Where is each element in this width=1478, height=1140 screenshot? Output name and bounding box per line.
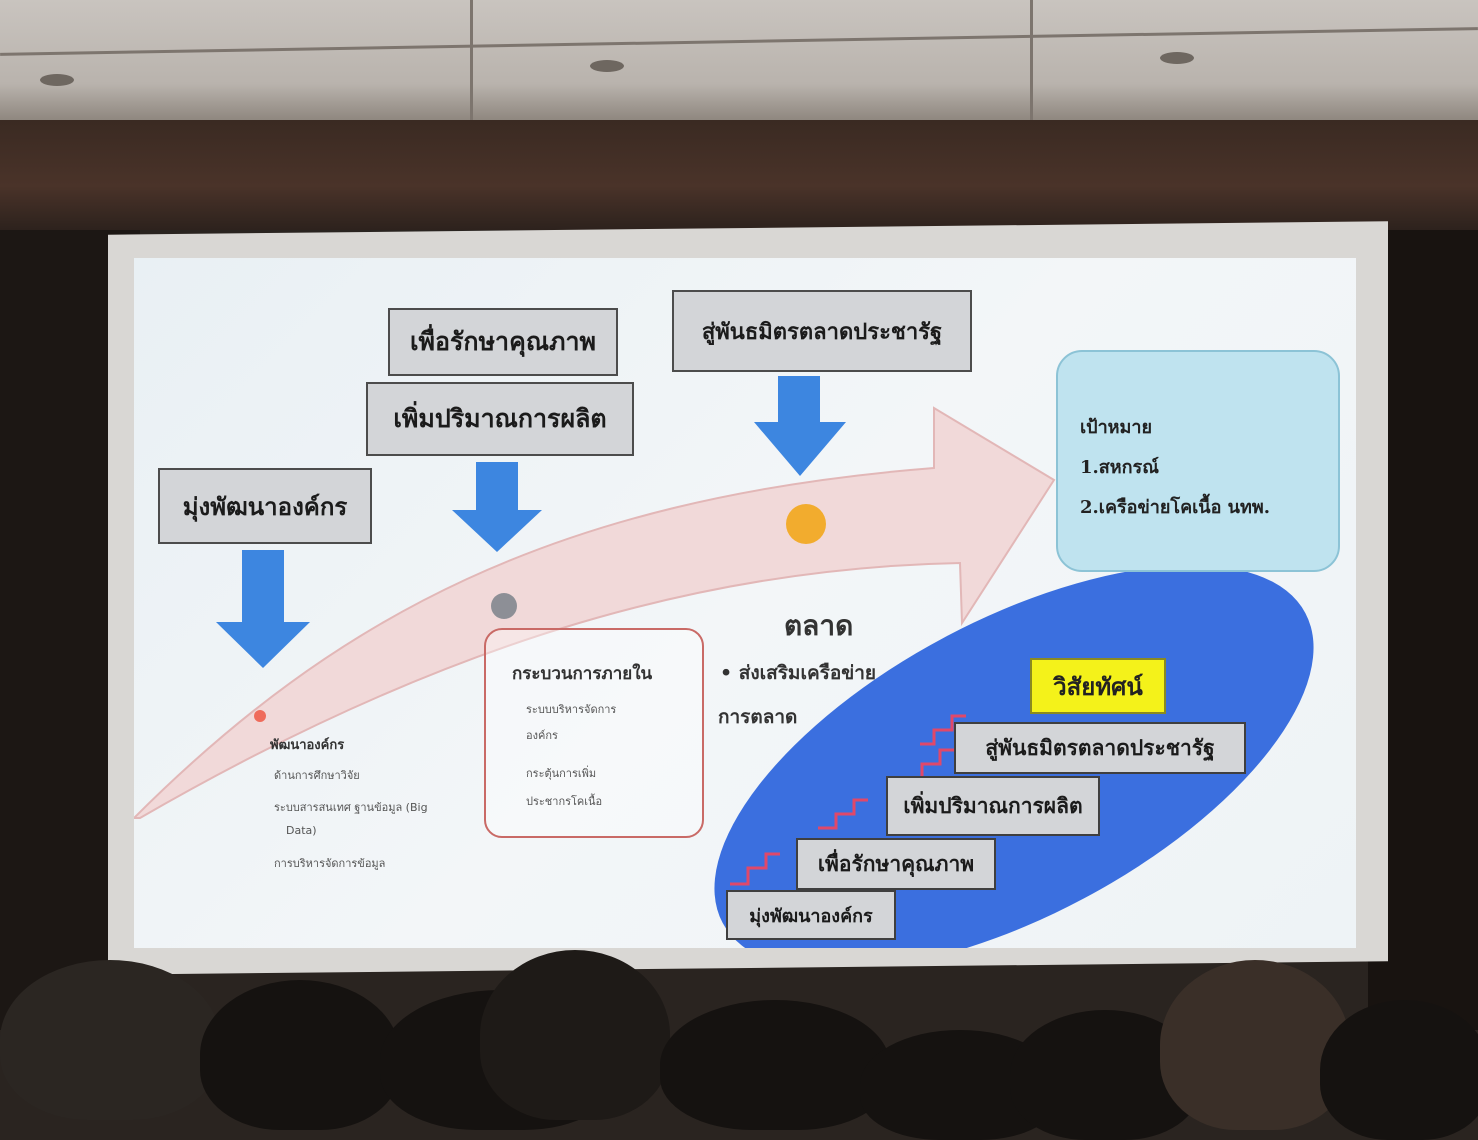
process-bullet: องค์กร [526, 729, 558, 742]
develop-bullet: การบริหารจัดการข้อมูล [274, 857, 386, 870]
develop-bullet: Data) [286, 824, 317, 837]
goal-item-2: 2.เครือข่ายโคเนื้อ นทพ. [1080, 497, 1270, 518]
develop-heading: พัฒนาองค์กร [270, 738, 345, 753]
process-box: กระบวนการภายใน ระบบบริหารจัดการ องค์กร ก… [484, 628, 704, 838]
ceiling-vent [40, 74, 74, 86]
process-bullet: ระบบบริหารจัดการ [526, 703, 617, 716]
market-bullet: • ส่งเสริมเครือข่าย [720, 662, 877, 684]
market-bullet-cont: การตลาด [718, 706, 798, 728]
ceiling-vent [590, 60, 624, 72]
vision-step-production: เพิ่มปริมาณการผลิต [886, 776, 1100, 836]
process-heading: กระบวนการภายใน [512, 664, 653, 684]
box-develop-org: มุ่งพัฒนาองค์กร [158, 468, 372, 544]
dot-red [254, 710, 266, 722]
ceiling-seam [470, 0, 473, 120]
ceiling [0, 0, 1478, 120]
ceiling-seam [1030, 0, 1033, 120]
develop-bullet: ด้านการศึกษาวิจัย [274, 769, 360, 782]
presentation-slide: มุ่งพัฒนาองค์กร เพื่อรักษาคุณภาพ เพิ่มปร… [134, 258, 1356, 948]
vision-label: วิสัยทัศน์ [1030, 658, 1166, 714]
audience-head [1160, 960, 1350, 1130]
down-arrow-3 [754, 376, 846, 476]
audience-head [480, 950, 670, 1120]
ceiling-vent [1160, 52, 1194, 64]
audience-head [1320, 1000, 1478, 1140]
wall-beam [0, 120, 1478, 230]
box-maintain-quality: เพื่อรักษาคุณภาพ [388, 308, 618, 376]
audience-head [660, 1000, 890, 1130]
stair-icon [730, 714, 966, 886]
vision-step-develop: มุ่งพัฒนาองค์กร [726, 890, 896, 940]
down-arrow-2 [452, 462, 542, 552]
goal-item-1: 1.สหกรณ์ [1080, 457, 1159, 478]
dot-gray [491, 593, 517, 619]
vision-step-quality: เพื่อรักษาคุณภาพ [796, 838, 996, 890]
process-bullet: กระตุ้นการเพิ่ม [526, 767, 597, 780]
goal-title: เป้าหมาย [1080, 417, 1153, 438]
box-increase-production: เพิ่มปริมาณการผลิต [366, 382, 634, 456]
ceiling-seam [0, 27, 1478, 56]
process-bullet: ประชากรโคเนื้อ [526, 795, 603, 808]
down-arrow-1 [216, 550, 310, 668]
goal-box: เป้าหมาย 1.สหกรณ์ 2.เครือข่ายโคเนื้อ นทพ… [1056, 350, 1340, 572]
dot-orange [786, 504, 826, 544]
audience-head [0, 960, 220, 1120]
vision-step-partner: สู่พันธมิตรตลาดประชารัฐ [954, 722, 1246, 774]
audience-head [200, 980, 400, 1130]
market-title: ตลาด [784, 609, 854, 642]
box-partner: สู่พันธมิตรตลาดประชารัฐ [672, 290, 972, 372]
audience-heads [0, 940, 1478, 1140]
develop-bullet: ระบบสารสนเทศ ฐานข้อมูล (Big [274, 801, 428, 814]
growth-arrow [134, 406, 1056, 819]
